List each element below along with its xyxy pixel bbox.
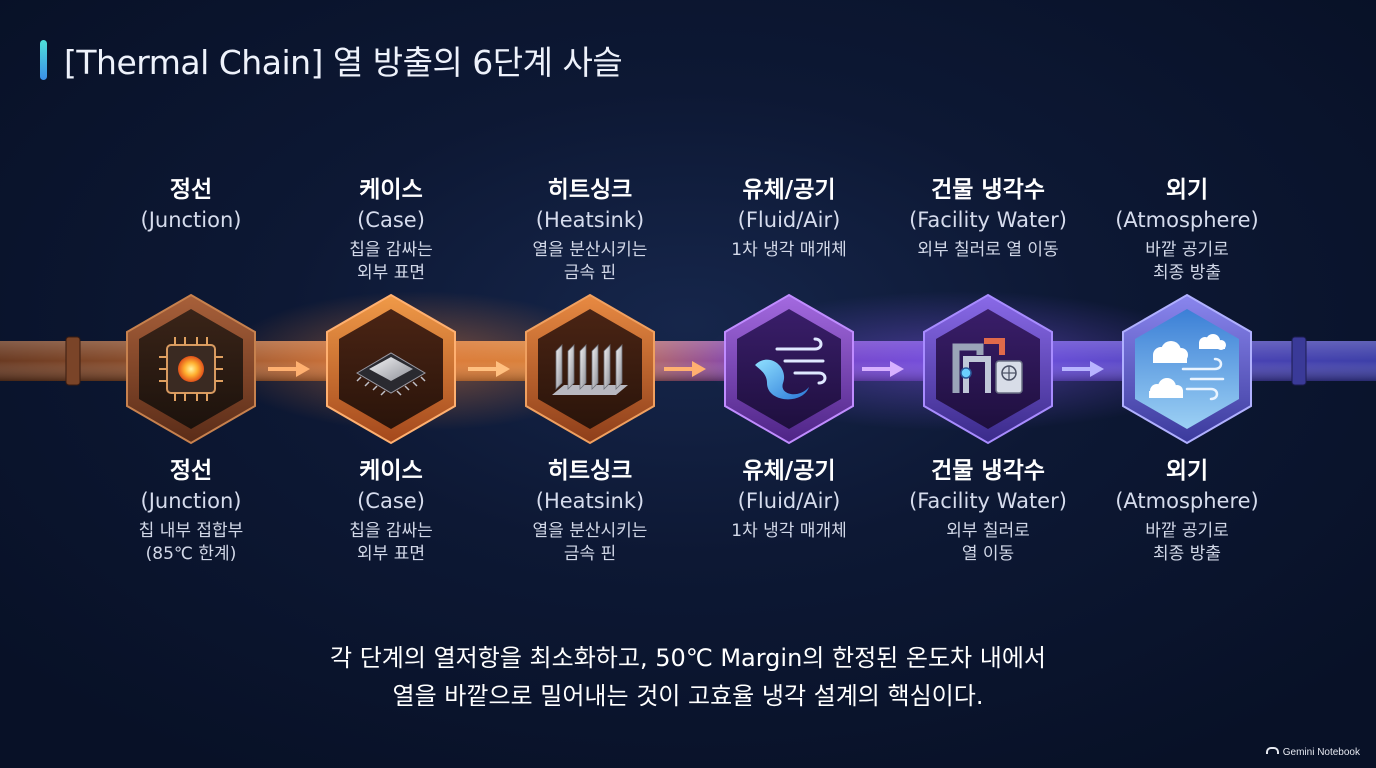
stage-description: 1차 냉각 매개체 — [731, 240, 847, 260]
arrow-right-icon — [862, 361, 904, 377]
stage-english-name: (Heatsink) — [535, 489, 645, 513]
stage-english-name: (Atmosphere) — [1115, 208, 1259, 232]
arrow-right-icon — [468, 361, 510, 377]
stage-description: 바깥 공기로 최종 방출 — [1145, 240, 1229, 283]
stage-name: 외기 — [1165, 458, 1209, 484]
stage-label-bottom-atmosphere: 외기 (Atmosphere) 바깥 공기로 최종 방출 — [1082, 456, 1292, 566]
stage-english-name: (Facility Water) — [909, 208, 1067, 232]
stage-english-name: (Case) — [357, 208, 425, 232]
stage-english-name: (Facility Water) — [909, 489, 1067, 513]
stage-english-name: (Atmosphere) — [1115, 489, 1259, 513]
arrow-right-icon — [1062, 361, 1104, 377]
caption-line-1: 각 단계의 열저항을 최소화하고, 50℃ Margin의 한정된 온도차 내에… — [330, 644, 1046, 672]
title-accent-bar — [40, 40, 47, 80]
chip-package-icon — [356, 352, 426, 396]
arrow-right-icon — [664, 361, 706, 377]
stage-english-name: (Junction) — [140, 208, 242, 232]
stage-junction-hex — [126, 293, 256, 445]
sky-cloud-icon — [1149, 334, 1226, 401]
stage-atmosphere-hex — [1122, 293, 1252, 445]
stage-english-name: (Fluid/Air) — [737, 208, 841, 232]
stage-name: 유체/공기 — [742, 458, 836, 484]
stage-name: 정선 — [169, 458, 213, 484]
stage-label-top-junction: 정선 (Junction) — [86, 175, 296, 235]
stage-label-bottom-facility-water: 건물 냉각수 (Facility Water) 외부 칠러로 열 이동 — [883, 456, 1093, 566]
stage-name: 케이스 — [359, 458, 423, 484]
stage-name: 히트싱크 — [547, 458, 633, 484]
stage-description: 외부 칠러로 열 이동 — [917, 240, 1059, 260]
stage-description: 칩을 감싸는 외부 표면 — [349, 521, 433, 564]
branding: Gemini Notebook — [1265, 747, 1360, 758]
stage-label-top-fluid-air: 유체/공기 (Fluid/Air) 1차 냉각 매개체 — [684, 175, 894, 262]
flow-arrows — [268, 361, 1104, 377]
stage-label-top-facility-water: 건물 냉각수 (Facility Water) 외부 칠러로 열 이동 — [883, 175, 1093, 262]
stage-label-top-case: 케이스 (Case) 칩을 감싸는 외부 표면 — [286, 175, 496, 285]
stage-english-name: (Heatsink) — [535, 208, 645, 232]
caption-line-2: 열을 바깥으로 밀어내는 것이 고효율 냉각 설계의 핵심이다. — [392, 682, 984, 710]
stage-label-bottom-fluid-air: 유체/공기 (Fluid/Air) 1차 냉각 매개체 — [684, 456, 894, 543]
stage-name: 외기 — [1165, 177, 1209, 203]
stage-english-name: (Junction) — [140, 489, 242, 513]
facility-pipe-icon — [952, 338, 1023, 394]
heatsink-icon — [552, 344, 628, 395]
stage-name: 건물 냉각수 — [931, 177, 1045, 203]
air-water-flow-icon — [755, 337, 827, 400]
stage-case-hex — [326, 293, 456, 445]
stage-label-bottom-junction: 정선 (Junction) 칩 내부 접합부 (85℃ 한계) — [86, 456, 296, 566]
stage-description: 열을 분산시키는 금속 핀 — [532, 521, 648, 564]
stage-description: 바깥 공기로 최종 방출 — [1145, 521, 1229, 564]
arrow-right-icon — [268, 361, 310, 377]
stage-name: 케이스 — [359, 177, 423, 203]
stage-english-name: (Case) — [357, 489, 425, 513]
stage-label-bottom-case: 케이스 (Case) 칩을 감싸는 외부 표면 — [286, 456, 496, 566]
stage-description: 외부 칠러로 열 이동 — [946, 521, 1030, 564]
stage-label-top-heatsink: 히트싱크 (Heatsink) 열을 분산시키는 금속 핀 — [485, 175, 695, 285]
branding-label: Gemini Notebook — [1282, 747, 1360, 758]
stage-fluid-air-hex — [724, 293, 854, 445]
stage-description: 칩 내부 접합부 (85℃ 한계) — [138, 521, 244, 564]
stage-name: 정선 — [169, 177, 213, 203]
stage-name: 유체/공기 — [742, 177, 836, 203]
stage-label-top-atmosphere: 외기 (Atmosphere) 바깥 공기로 최종 방출 — [1082, 175, 1292, 285]
stage-description: 1차 냉각 매개체 — [731, 521, 847, 541]
stage-description: 칩을 감싸는 외부 표면 — [349, 240, 433, 283]
stage-facility-water-hex — [923, 293, 1053, 445]
stage-label-bottom-heatsink: 히트싱크 (Heatsink) 열을 분산시키는 금속 핀 — [485, 456, 695, 566]
page-title: [Thermal Chain] 열 방출의 6단계 사슬 — [64, 43, 623, 82]
stage-english-name: (Fluid/Air) — [737, 489, 841, 513]
stage-name: 히트싱크 — [547, 177, 633, 203]
stage-name: 건물 냉각수 — [931, 458, 1045, 484]
cpu-chip-icon — [159, 337, 223, 401]
stage-heatsink-hex — [525, 293, 655, 445]
stage-description: 열을 분산시키는 금속 핀 — [532, 240, 648, 283]
brand-logo-icon — [1265, 747, 1279, 754]
